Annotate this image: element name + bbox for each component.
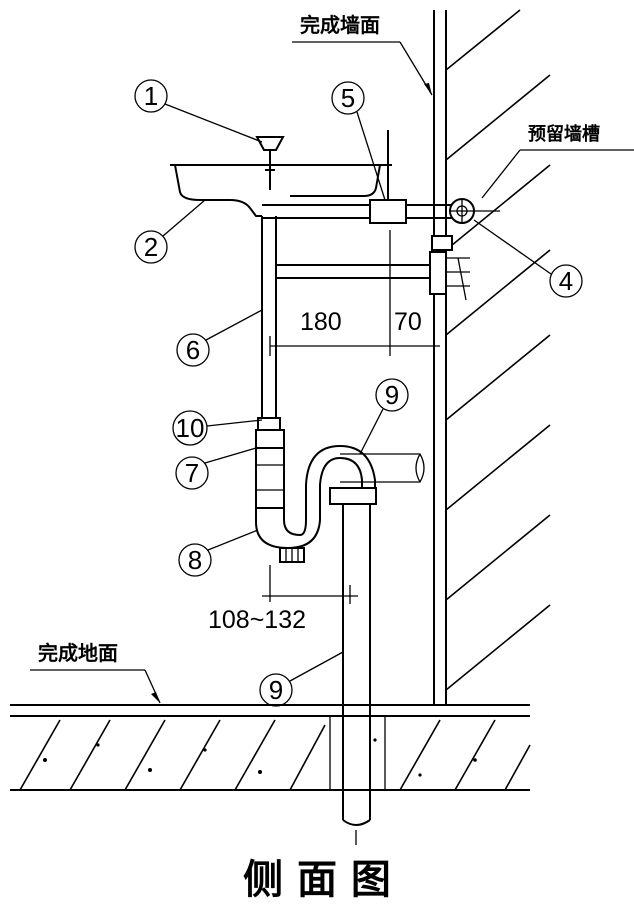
p-trap [255, 417, 377, 563]
finished-floor-label-group: 完成地面 [30, 641, 161, 704]
callout-10: 10 [172, 410, 263, 446]
svg-text:5: 5 [341, 83, 355, 113]
callout-8: 8 [178, 529, 259, 577]
reserved-wall-slot-label: 预留墙槽 [528, 123, 600, 145]
wall [433, 9, 551, 705]
dim-70: 70 [394, 308, 422, 336]
finished-wall-label: 完成墙面 [300, 13, 380, 37]
supply-pipe [261, 130, 500, 425]
callout-4: 4 [473, 219, 583, 298]
dimension-180-70: 180 70 [269, 230, 440, 356]
dimension-108-132: 108~132 [208, 565, 358, 634]
drawing-title: 侧 面 图 [243, 857, 391, 903]
svg-text:9: 9 [385, 380, 399, 410]
dim-108-132: 108~132 [208, 606, 306, 634]
reserved-wall-slot-label-group: 预留墙槽 [481, 123, 634, 199]
finished-floor-label: 完成地面 [38, 641, 118, 665]
svg-text:8: 8 [188, 545, 202, 575]
callout-1: 1 [134, 79, 263, 143]
svg-text:7: 7 [185, 458, 199, 488]
callout-7: 7 [175, 447, 257, 490]
callout-5: 5 [331, 81, 386, 201]
svg-text:6: 6 [186, 335, 200, 365]
callout-9-upper: 9 [359, 378, 409, 455]
svg-text:1: 1 [144, 81, 158, 111]
drain-pipe [340, 453, 425, 845]
floor [10, 704, 531, 791]
svg-text:2: 2 [144, 232, 158, 262]
svg-text:9: 9 [269, 675, 283, 705]
dim-180: 180 [300, 308, 342, 336]
callout-2: 2 [134, 199, 206, 264]
basin [170, 164, 392, 217]
callout-6: 6 [176, 309, 263, 367]
svg-text:10: 10 [176, 413, 205, 443]
callout-9-lower: 9 [259, 651, 344, 707]
svg-text:4: 4 [559, 266, 573, 296]
finished-wall-label-group: 完成墙面 [292, 13, 433, 96]
faucet [255, 136, 285, 190]
